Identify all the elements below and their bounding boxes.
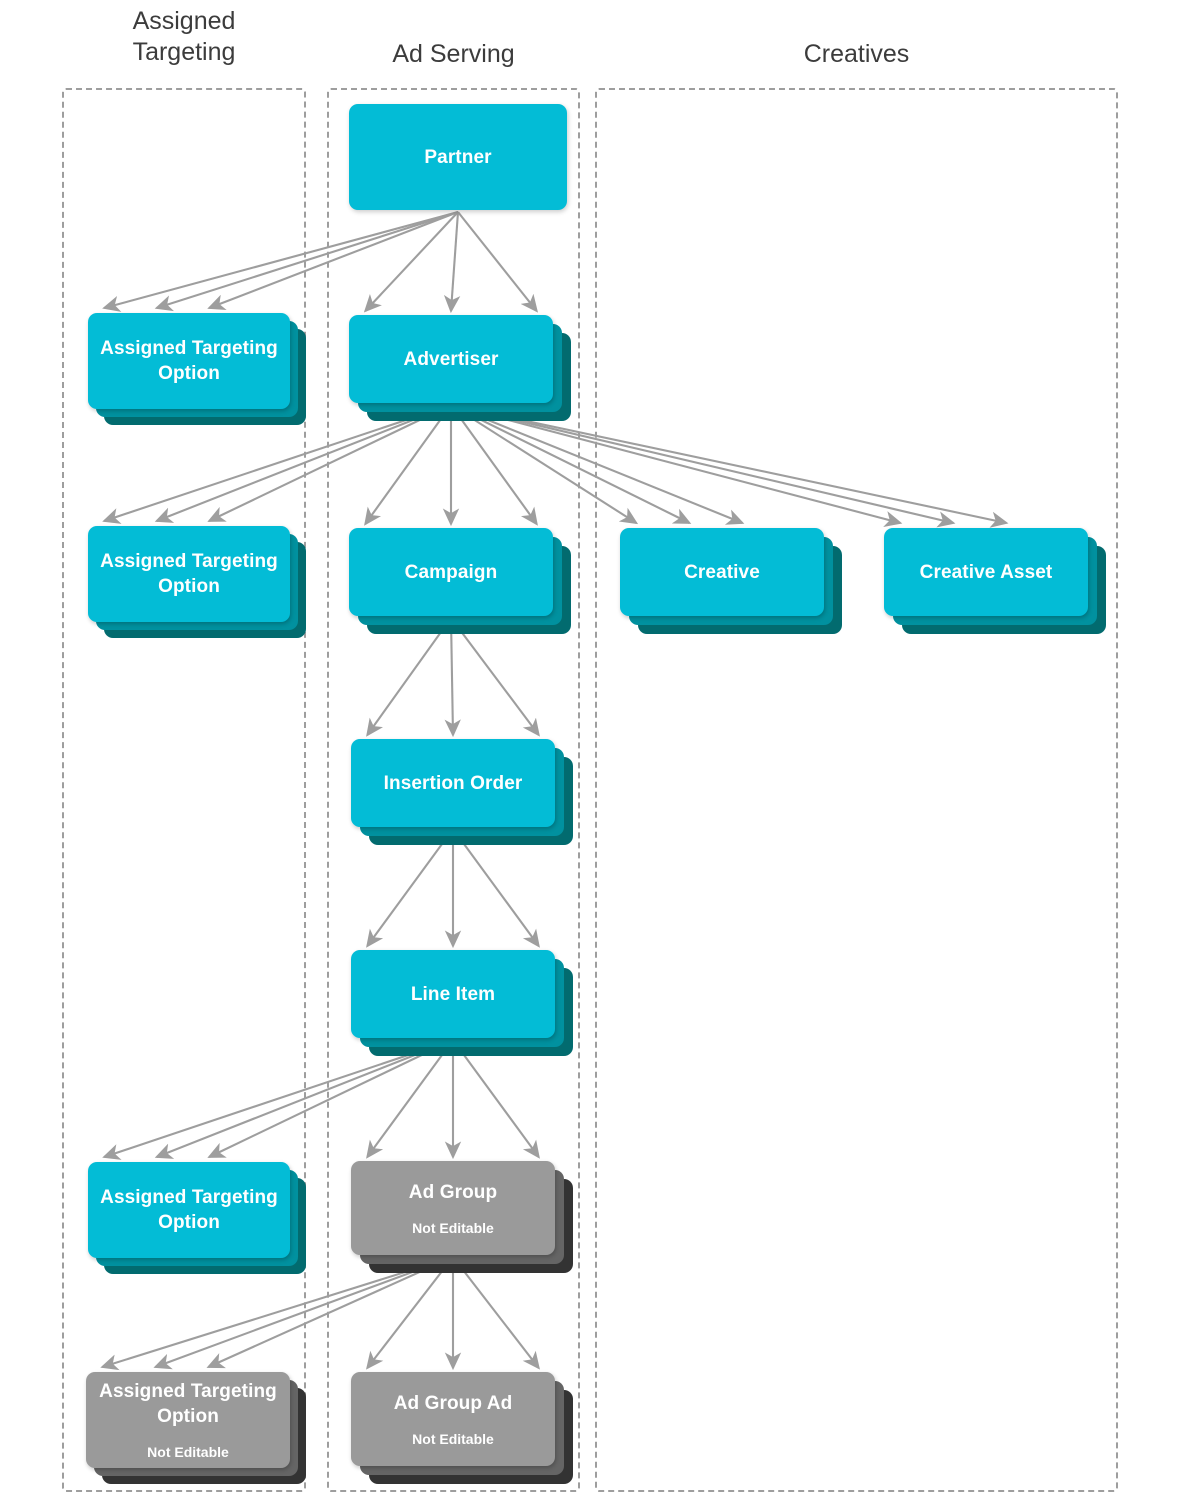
- node-title: Partner: [424, 146, 492, 168]
- node-title: Ad Group Ad: [393, 1392, 513, 1414]
- node-title: Campaign: [404, 561, 498, 583]
- column-header-ad-serving: Ad Serving: [327, 39, 580, 70]
- node-creative-asset-face[interactable]: Creative Asset: [884, 528, 1088, 616]
- node-ato-partner-face[interactable]: Assigned Targeting Option: [88, 313, 290, 409]
- node-title: Creative: [684, 561, 760, 583]
- node-campaign-face[interactable]: Campaign: [349, 528, 553, 616]
- node-partner-face[interactable]: Partner: [349, 104, 567, 210]
- node-ato-ad-group[interactable]: Assigned Targeting Option Not Editable: [86, 1372, 306, 1484]
- node-title: Assigned Targeting Option: [100, 338, 278, 384]
- node-creative-asset[interactable]: Creative Asset: [884, 528, 1106, 634]
- node-ad-group-face[interactable]: Ad Group Not Editable: [351, 1161, 555, 1255]
- column-header-line2: Targeting: [132, 38, 236, 66]
- node-title: Ad Group: [408, 1181, 498, 1203]
- node-partner[interactable]: Partner: [349, 104, 567, 210]
- node-title: Creative Asset: [919, 561, 1053, 583]
- column-header-line1: Assigned: [132, 7, 236, 35]
- node-title: Assigned Targeting Option: [99, 1381, 277, 1427]
- node-creative[interactable]: Creative: [620, 528, 842, 634]
- node-ad-group[interactable]: Ad Group Not Editable: [351, 1161, 573, 1273]
- node-line-item[interactable]: Line Item: [351, 950, 573, 1056]
- node-advertiser[interactable]: Advertiser: [349, 315, 571, 421]
- node-ato-partner[interactable]: Assigned Targeting Option: [88, 313, 306, 425]
- node-ato-advertiser-face[interactable]: Assigned Targeting Option: [88, 526, 290, 622]
- node-creative-face[interactable]: Creative: [620, 528, 824, 616]
- column-zone-creatives: [595, 88, 1118, 1492]
- node-subtitle-not-editable: Not Editable: [412, 1430, 494, 1447]
- node-title: Advertiser: [403, 348, 499, 370]
- node-ad-group-ad-face[interactable]: Ad Group Ad Not Editable: [351, 1372, 555, 1466]
- column-header-assigned-targeting: Assigned Targeting: [62, 6, 306, 68]
- node-ato-advertiser[interactable]: Assigned Targeting Option: [88, 526, 306, 638]
- node-title: Assigned Targeting Option: [100, 1187, 278, 1233]
- node-advertiser-face[interactable]: Advertiser: [349, 315, 553, 403]
- node-ad-group-ad[interactable]: Ad Group Ad Not Editable: [351, 1372, 573, 1484]
- column-zone-ad-serving: [327, 88, 580, 1492]
- column-header-creatives: Creatives: [595, 39, 1118, 70]
- node-subtitle-not-editable: Not Editable: [147, 1444, 229, 1460]
- node-insertion-order[interactable]: Insertion Order: [351, 739, 573, 845]
- column-zone-assigned-targeting: [62, 88, 306, 1492]
- node-title: Assigned Targeting Option: [100, 551, 278, 597]
- node-title: Line Item: [410, 983, 496, 1005]
- node-ato-line-item-face[interactable]: Assigned Targeting Option: [88, 1162, 290, 1258]
- node-insertion-order-face[interactable]: Insertion Order: [351, 739, 555, 827]
- node-ato-line-item[interactable]: Assigned Targeting Option: [88, 1162, 306, 1274]
- node-campaign[interactable]: Campaign: [349, 528, 571, 634]
- node-subtitle-not-editable: Not Editable: [412, 1219, 494, 1236]
- column-header-line1: Ad Serving: [392, 40, 515, 68]
- node-line-item-face[interactable]: Line Item: [351, 950, 555, 1038]
- node-ato-ad-group-face[interactable]: Assigned Targeting Option Not Editable: [86, 1372, 290, 1468]
- node-title: Insertion Order: [383, 772, 523, 794]
- column-header-line1: Creatives: [803, 40, 910, 68]
